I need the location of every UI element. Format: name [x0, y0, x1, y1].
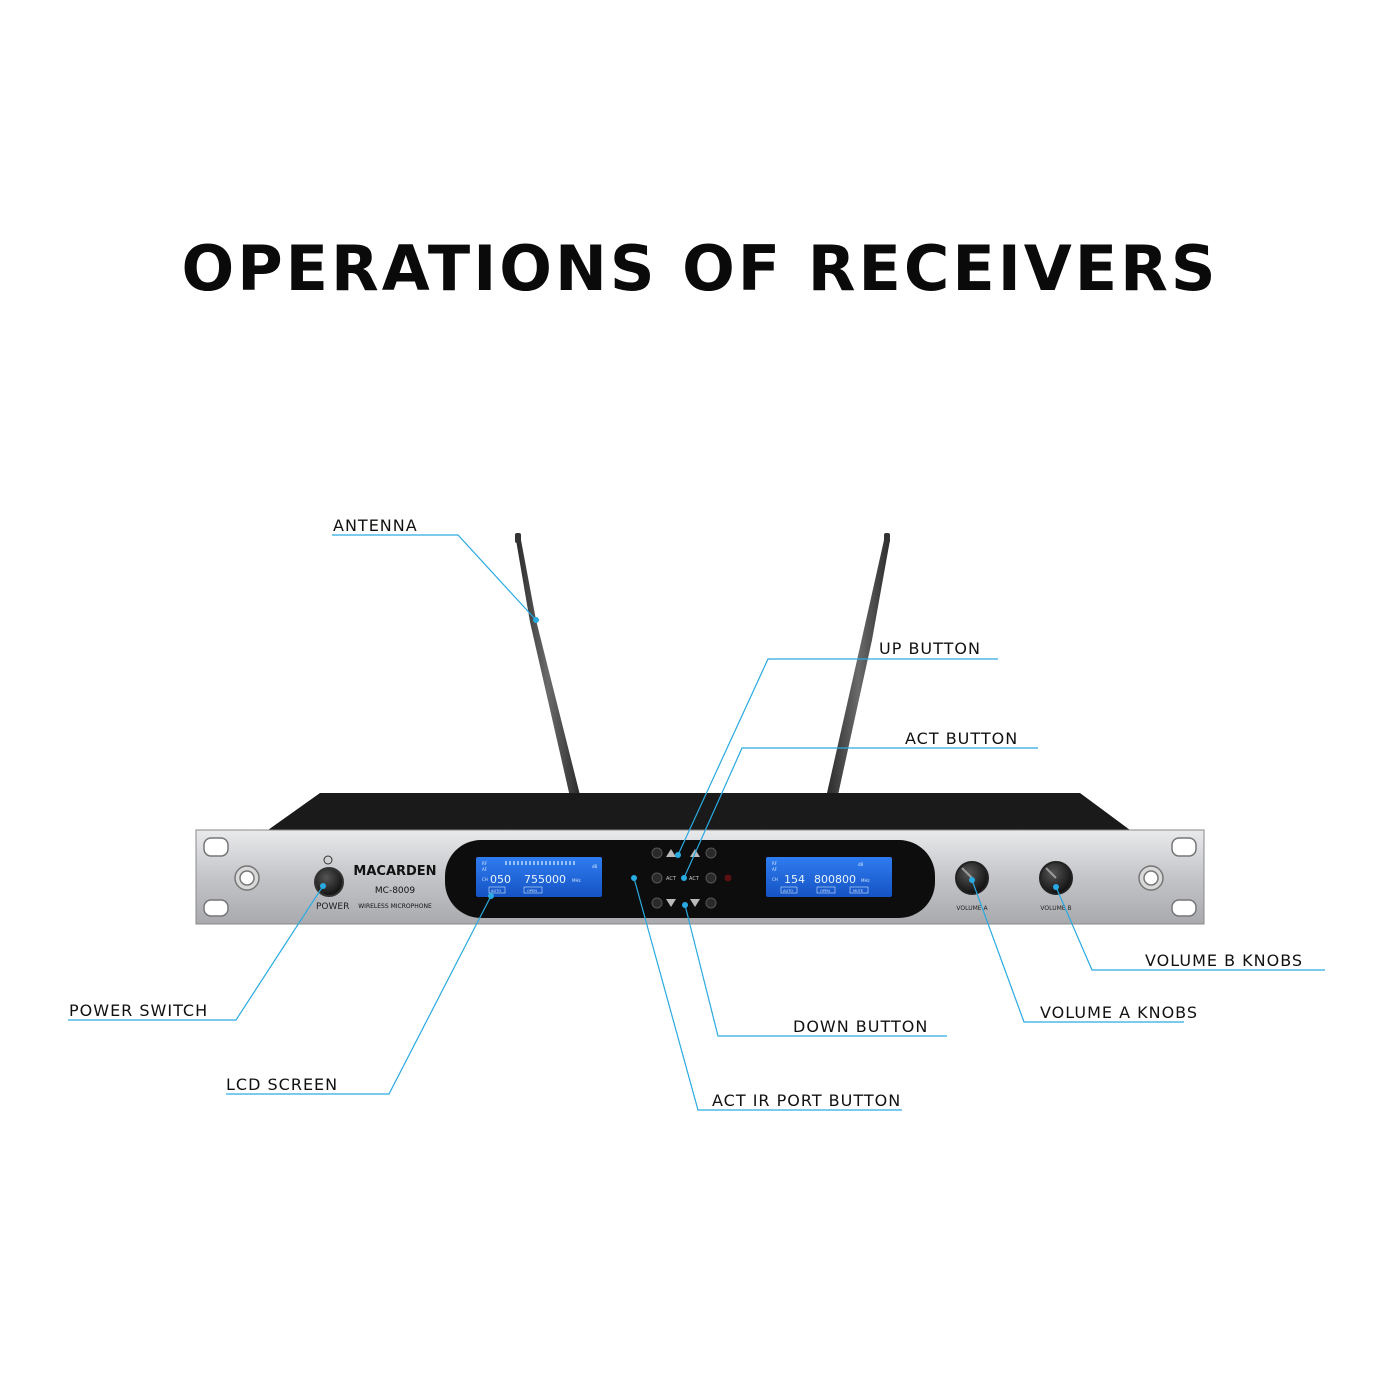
lcd-b-status-mute: MUTE [853, 889, 864, 893]
lcd-b-af: AF [772, 867, 778, 872]
callout-power-switch: POWER SWITCH [69, 1001, 209, 1020]
lcd-screen-a: RF AF CH dB 050 755000 MHz AUTO OPEN [476, 857, 602, 897]
brand-subtitle: WIRELESS MICROPHONE [358, 903, 432, 910]
antenna-left [515, 533, 580, 797]
volume-a-knob[interactable]: VOLUME A [955, 861, 989, 912]
lcd-b-frequency: 800800 [814, 873, 856, 886]
power-label: POWER [316, 902, 349, 912]
down-button-a[interactable] [651, 897, 676, 909]
lcd-a-channel: 050 [490, 873, 511, 886]
callout-antenna: ANTENNA [333, 516, 418, 535]
leader-act-ir-port [633, 877, 902, 1111]
callout-volume-a-knobs: VOLUME A KNOBS [1040, 1003, 1199, 1022]
lcd-a-status-auto: AUTO [491, 889, 501, 893]
lcd-b-channel: 154 [784, 873, 805, 886]
callout-up-button: UP BUTTON [879, 639, 981, 658]
volume-a-label: VOLUME A [956, 905, 988, 912]
callout-down-button: DOWN BUTTON [793, 1017, 929, 1036]
down-button-b[interactable] [690, 897, 717, 909]
lcd-a-status-open: OPEN [527, 889, 537, 893]
leader-up-button [677, 658, 998, 856]
lcd-b-db: dB [858, 862, 864, 867]
callout-act-ir-port-button: ACT IR PORT BUTTON [712, 1091, 902, 1110]
leader-lines [68, 534, 1325, 1111]
lcd-a-db: dB [592, 864, 598, 869]
lcd-b-unit: MHz [861, 878, 870, 883]
volume-b-knob[interactable]: VOLUME B [1039, 861, 1073, 912]
lcd-a-unit: MHz [572, 878, 581, 883]
lcd-a-rf: RF [482, 861, 488, 866]
control-buttons: ACT ACT [651, 847, 732, 909]
leader-volume-b [1055, 886, 1325, 971]
callout-lcd-screen: LCD SCREEN [226, 1075, 339, 1094]
leader-lcd-screen [226, 895, 492, 1095]
act-button-a[interactable]: ACT [651, 872, 677, 884]
lcd-a-frequency: 755000 [524, 873, 566, 886]
act-label-a: ACT [666, 876, 677, 882]
rack-ears [203, 837, 1197, 917]
up-button-a[interactable] [651, 847, 676, 859]
lcd-b-rf: RF [772, 861, 778, 866]
leader-volume-a [971, 879, 1184, 1023]
ir-port [724, 874, 732, 882]
page-title: OPERATIONS OF RECEIVERS [181, 232, 1219, 305]
lcd-a-ch: CH [482, 877, 488, 882]
callout-act-button: ACT BUTTON [905, 729, 1019, 748]
leader-power-switch [68, 885, 324, 1021]
callout-volume-b-knobs: VOLUME B KNOBS [1145, 951, 1304, 970]
lcd-b-ch: CH [772, 877, 778, 882]
chassis-top [268, 793, 1130, 830]
lcd-a-af: AF [482, 867, 488, 872]
lcd-screen-b: RF AF CH dB 154 800800 MHz AUTO OPEN MUT… [766, 857, 892, 897]
leader-antenna [332, 534, 537, 621]
leader-act-button [683, 747, 1038, 879]
act-button-b[interactable]: ACT [689, 872, 717, 884]
leader-dots [320, 617, 1059, 908]
model-number: MC-8009 [375, 886, 415, 896]
brand-name: MACARDEN [353, 864, 436, 879]
lcd-b-status-open: OPEN [820, 889, 830, 893]
lcd-b-status-auto: AUTO [783, 889, 793, 893]
volume-b-label: VOLUME B [1040, 905, 1071, 912]
leader-down-button [684, 904, 947, 1037]
act-label-b: ACT [689, 876, 700, 882]
rf-meter-a [505, 861, 575, 865]
power-switch[interactable]: POWER [314, 855, 349, 912]
antenna-right [827, 533, 890, 795]
